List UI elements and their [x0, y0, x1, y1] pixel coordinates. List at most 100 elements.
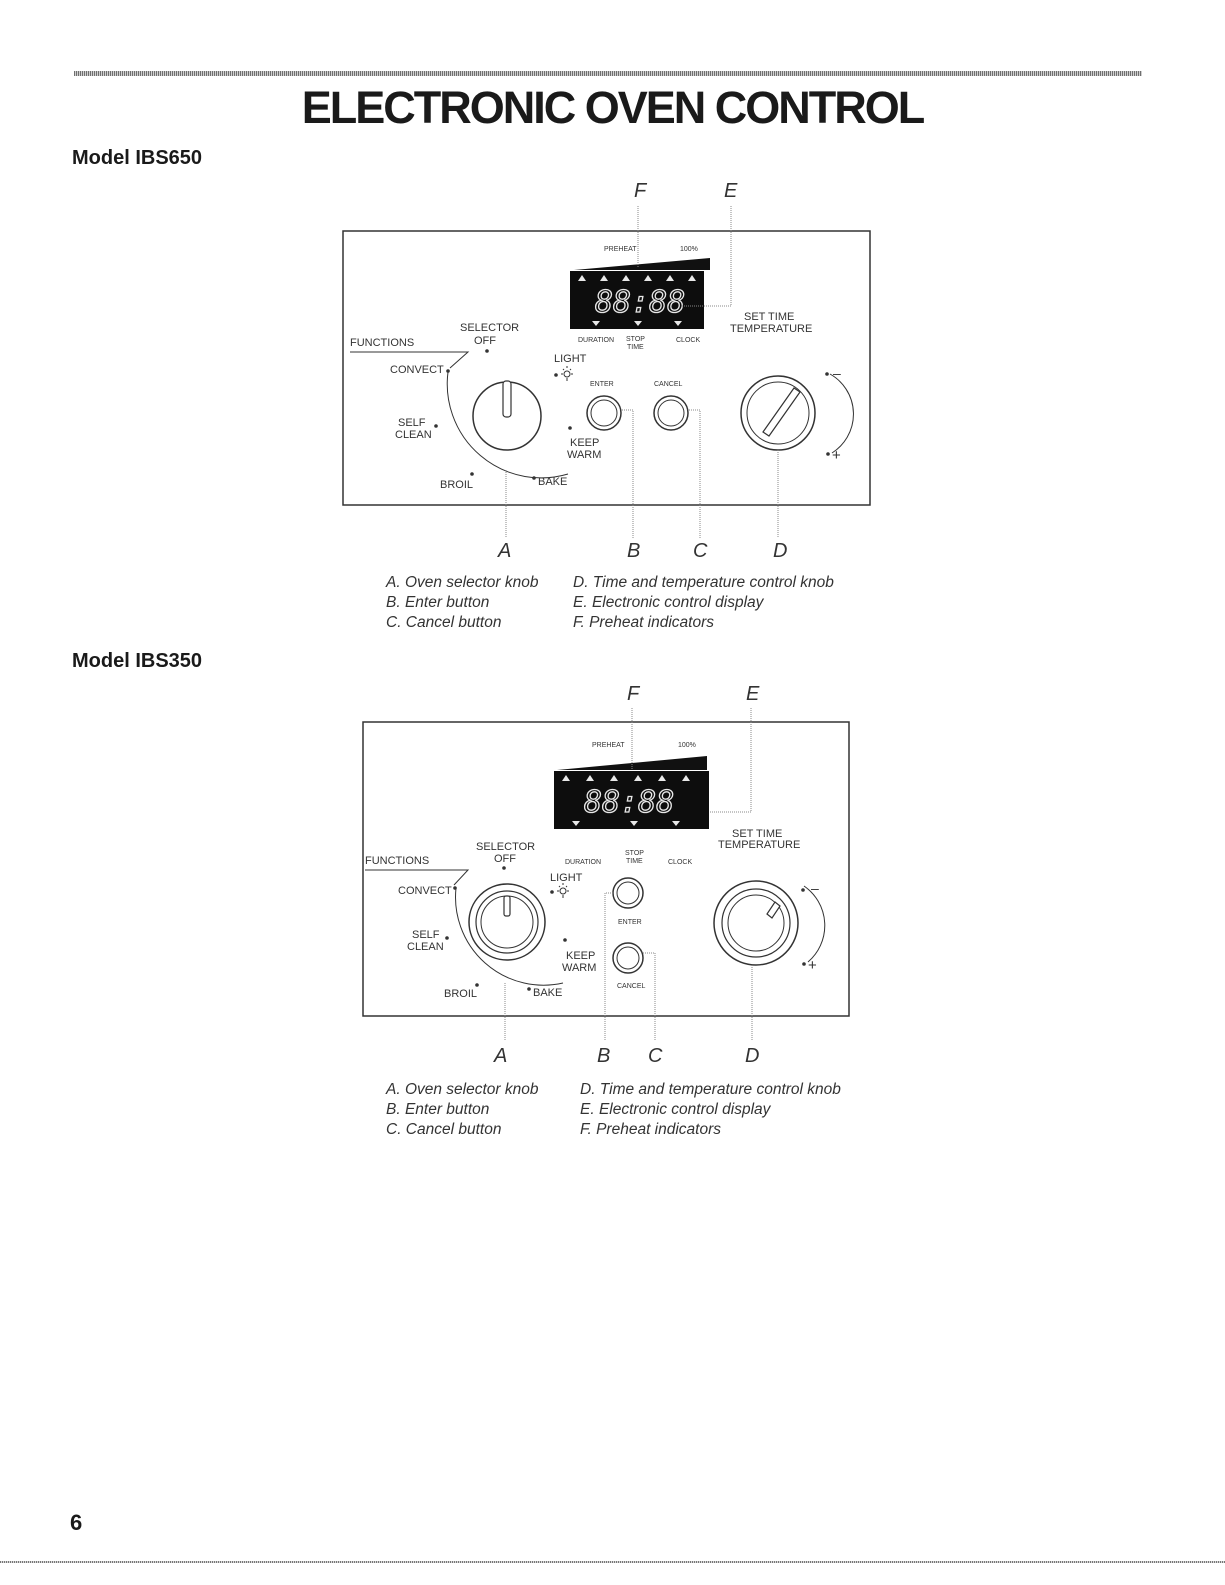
display-digits: 88:88: [595, 285, 685, 320]
bottom-rule: [0, 1561, 1225, 1563]
callout-c: C: [693, 540, 708, 562]
temperature-label: TEMPERATURE: [718, 839, 800, 851]
page-title: ELECTRONIC OVEN CONTROL: [301, 82, 926, 133]
time-temperature-knob-inner: [746, 381, 810, 445]
functions-leader: [350, 351, 470, 369]
callout-b: B: [627, 540, 641, 562]
self-label: SELF: [412, 929, 440, 941]
light-label: LIGHT: [550, 872, 583, 884]
display-up-arrows: [562, 775, 690, 781]
legend-item-f: F. Preheat indicators: [580, 1121, 722, 1138]
selector-label: SELECTOR: [460, 322, 519, 334]
page-number: 6: [70, 1510, 83, 1535]
enter-button-inner: [616, 881, 640, 905]
callout-b: B: [597, 1045, 611, 1067]
time-temperature-control-knob[interactable]: [713, 880, 799, 966]
legend-left-ibs350: A. Oven selector knob B. Enter button C.…: [386, 1080, 539, 1140]
legend-item-c: C. Cancel button: [386, 614, 502, 631]
stop-label: STOP: [626, 336, 645, 343]
oven-selector-knob[interactable]: [468, 883, 546, 961]
enter-button-inner: [590, 399, 618, 427]
enter-label: ENTER: [618, 919, 642, 926]
keep-label: KEEP: [570, 437, 599, 449]
callout-a: A: [498, 540, 512, 562]
time-label: TIME: [627, 344, 644, 351]
plus-sign: +: [832, 447, 841, 464]
bake-label: BAKE: [538, 476, 567, 488]
duration-label: DURATION: [565, 859, 601, 866]
panel-frame: [362, 721, 850, 1017]
control-panel-svg: PREHEAT 100% 88:88 DURATION STOP TIME CL…: [362, 708, 850, 1040]
minus-sign: –: [811, 880, 819, 896]
light-dot: [554, 373, 558, 377]
time-label: TIME: [626, 858, 643, 865]
clean-label: CLEAN: [395, 429, 432, 441]
plus-dot: [802, 962, 806, 966]
light-bulb-icon: [561, 366, 573, 381]
time-temperature-knob-pointer: [762, 387, 801, 437]
cancel-button-inner: [616, 946, 640, 970]
functions-label: FUNCTIONS: [350, 337, 414, 349]
preheat-indicator-bar: [574, 258, 710, 270]
callout-f: F: [634, 180, 647, 202]
legend-item-a: A. Oven selector knob: [386, 1081, 539, 1098]
legend-right-ibs350: D. Time and temperature control knob E. …: [580, 1080, 841, 1140]
convect-label: CONVECT: [390, 364, 444, 376]
temperature-arc: [803, 885, 826, 963]
control-panel-svg: PREHEAT 100% 88:88 DURATION STOP TIME CL…: [342, 206, 871, 538]
legend-item-d: D. Time and temperature control knob: [580, 1081, 841, 1098]
time-temperature-knob-inner: [727, 894, 785, 952]
electronic-control-display: [570, 271, 704, 329]
temperature-arc: [829, 373, 854, 454]
broil-label: BROIL: [440, 479, 473, 491]
percent-label: 100%: [680, 246, 698, 253]
off-label: OFF: [474, 335, 496, 347]
control-panel-diagram-ibs650: PREHEAT 100% 88:88 DURATION STOP TIME CL…: [342, 198, 872, 538]
light-dot: [550, 890, 554, 894]
legend-item-e: E. Electronic control display: [580, 1101, 771, 1118]
clean-label: CLEAN: [407, 941, 444, 953]
display-up-arrows: [578, 275, 696, 281]
legend-left-ibs650: A. Oven selector knob B. Enter button C.…: [386, 573, 539, 633]
legend-item-a: A. Oven selector knob: [386, 574, 539, 591]
warm-label: WARM: [562, 962, 596, 974]
keep-label: KEEP: [566, 950, 595, 962]
cancel-label: CANCEL: [617, 983, 646, 990]
selector-position-dots: [445, 886, 567, 991]
temperature-label: TEMPERATURE: [730, 323, 812, 335]
legend-item-b: B. Enter button: [386, 1101, 490, 1118]
selector-label: SELECTOR: [476, 841, 535, 853]
legend-item-f: F. Preheat indicators: [573, 614, 715, 631]
preheat-label: PREHEAT: [592, 742, 625, 749]
callout-e: E: [724, 180, 738, 202]
display-digits: 88:88: [584, 785, 674, 820]
enter-label: ENTER: [590, 381, 614, 388]
callout-c: C: [648, 1045, 663, 1067]
duration-label: DURATION: [578, 337, 614, 344]
plus-sign: +: [808, 957, 817, 974]
functions-label: FUNCTIONS: [365, 855, 429, 867]
cancel-button-inner: [657, 399, 685, 427]
cancel-button[interactable]: [653, 395, 689, 431]
light-label: LIGHT: [554, 353, 587, 365]
selector-knob-pointer: [502, 380, 512, 418]
percent-label: 100%: [678, 742, 696, 749]
clock-label: CLOCK: [676, 337, 700, 344]
model-heading-ibs350: Model IBS350: [72, 650, 203, 672]
callout-a: A: [494, 1045, 508, 1067]
self-label: SELF: [398, 417, 426, 429]
minus-dot: [825, 372, 829, 376]
legend-item-c: C. Cancel button: [386, 1121, 502, 1138]
stop-label: STOP: [625, 850, 644, 857]
off-label: OFF: [494, 853, 516, 865]
display-down-arrows: [572, 821, 680, 826]
enter-button[interactable]: [586, 395, 622, 431]
top-rule: [74, 71, 1142, 76]
legend-item-d: D. Time and temperature control knob: [573, 574, 834, 591]
minus-sign: –: [833, 365, 841, 381]
panel-frame: [342, 230, 871, 506]
set-time-label: SET TIME: [744, 311, 794, 323]
broil-label: BROIL: [444, 988, 477, 1000]
preheat-label: PREHEAT: [604, 246, 637, 253]
clock-label: CLOCK: [668, 859, 692, 866]
